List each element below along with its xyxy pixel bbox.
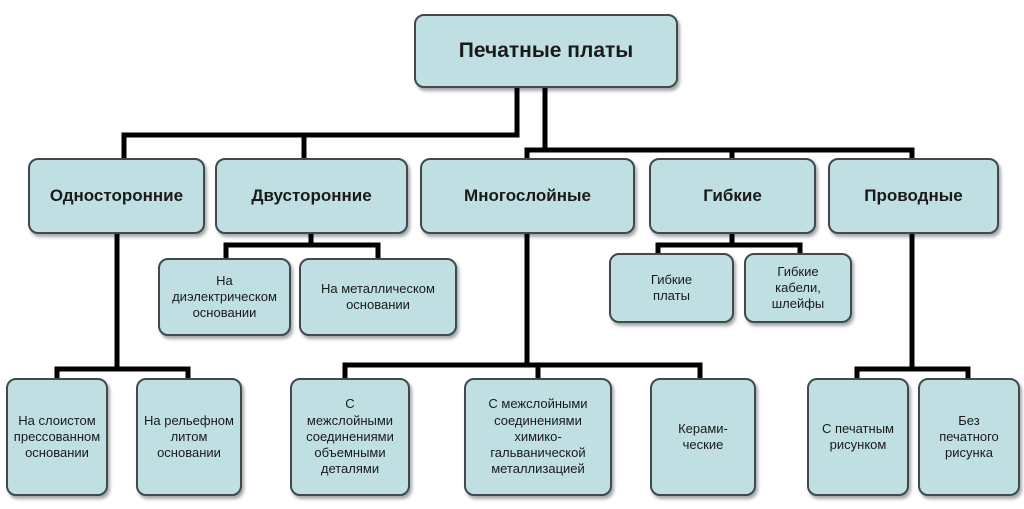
single-sided-cast-base: На рельефном литом основании: [136, 378, 242, 496]
flexible-boards: Гибкие платы: [609, 253, 734, 323]
category-single-sided: Односторонние: [28, 158, 205, 234]
root-node: Печатные платы: [414, 14, 678, 88]
wired-without-printed-pattern: Без печатного рисунка: [918, 378, 1020, 496]
multilayer-galvanic-metallization: С межслойными соединениями химико- гальв…: [464, 378, 612, 496]
category-multilayer: Многослойные: [420, 158, 635, 234]
multilayer-volume-parts: С межслойными соединениями объемными дет…: [290, 378, 410, 496]
category-wired: Проводные: [828, 158, 999, 234]
single-sided-pressed-base: На слоистом прессованном основании: [6, 378, 108, 496]
multilayer-ceramic: Керами- ческие: [650, 378, 756, 496]
double-sided-dielectric-base: На диэлектрическом основании: [158, 258, 291, 336]
category-flexible: Гибкие: [649, 158, 816, 234]
double-sided-metal-base: На металлическом основании: [299, 258, 457, 336]
wired-with-printed-pattern: С печатным рисунком: [807, 378, 909, 496]
category-double-sided: Двусторонние: [215, 158, 408, 234]
flexible-cables: Гибкие кабели, шлейфы: [744, 253, 852, 323]
